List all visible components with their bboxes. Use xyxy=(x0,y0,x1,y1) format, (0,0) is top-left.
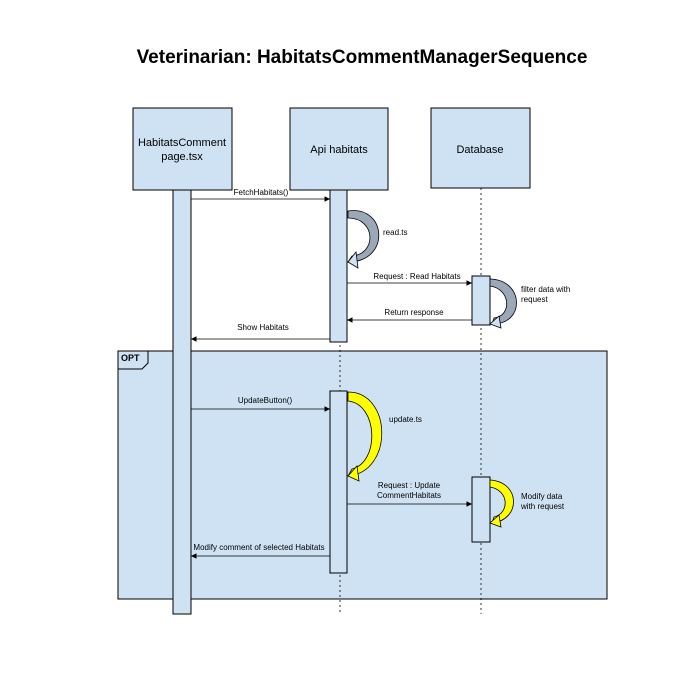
participant-api-habitats: Api habitats xyxy=(289,107,389,191)
self-call-update-label: update.ts xyxy=(389,415,422,424)
message-update-button-label: UpdateButton() xyxy=(238,396,293,405)
self-call-read-arrowhead xyxy=(347,251,359,269)
diagram-title: Veterinarian: HabitatsCommentManagerSequ… xyxy=(137,47,588,68)
message-request-update-label-2: CommentHabitats xyxy=(377,491,441,500)
message-modify-comment-label: Modify comment of selected Habitats xyxy=(193,543,324,552)
participant-label: Database xyxy=(456,144,503,156)
self-call-filter-arc xyxy=(489,278,517,325)
activation-bar-db-read xyxy=(471,275,491,326)
self-call-modify-label-1: Modify data xyxy=(521,492,563,501)
message-show-label: Show Habitats xyxy=(237,323,289,332)
self-call-read-label: read.ts xyxy=(383,228,407,237)
opt-fragment-tab xyxy=(117,350,149,370)
message-return-label: Return response xyxy=(384,308,444,317)
self-call-modify-arrowhead xyxy=(489,514,502,528)
participant-label: Api habitats xyxy=(310,144,368,156)
self-call-filter-label-2: request xyxy=(521,295,548,304)
self-call-modify-label-2: with request xyxy=(520,502,565,511)
activation-bar-page xyxy=(172,189,192,615)
self-call-update-arrowhead xyxy=(347,465,360,482)
activation-bar-api-read xyxy=(329,189,348,343)
participant-habitats-comment-page: HabitatsComment page.tsx xyxy=(132,107,233,191)
self-call-filter-label-1: filter data with xyxy=(521,285,570,294)
self-call-read-arc xyxy=(347,210,380,263)
participant-database: Database xyxy=(430,107,531,189)
opt-fragment-label: OPT xyxy=(121,353,140,363)
opt-fragment xyxy=(117,350,608,600)
activation-bar-db-update xyxy=(471,476,491,543)
message-request-read-label: Request : Read Habitats xyxy=(373,272,460,281)
message-fetch-label: FetchHabitats() xyxy=(234,188,289,197)
participant-label: HabitatsComment xyxy=(138,137,226,149)
participant-label: page.tsx xyxy=(161,151,203,163)
message-request-update-label-1: Request : Update xyxy=(378,481,441,490)
activation-bar-api-update xyxy=(329,390,348,574)
self-call-filter-arrowhead xyxy=(489,315,502,329)
